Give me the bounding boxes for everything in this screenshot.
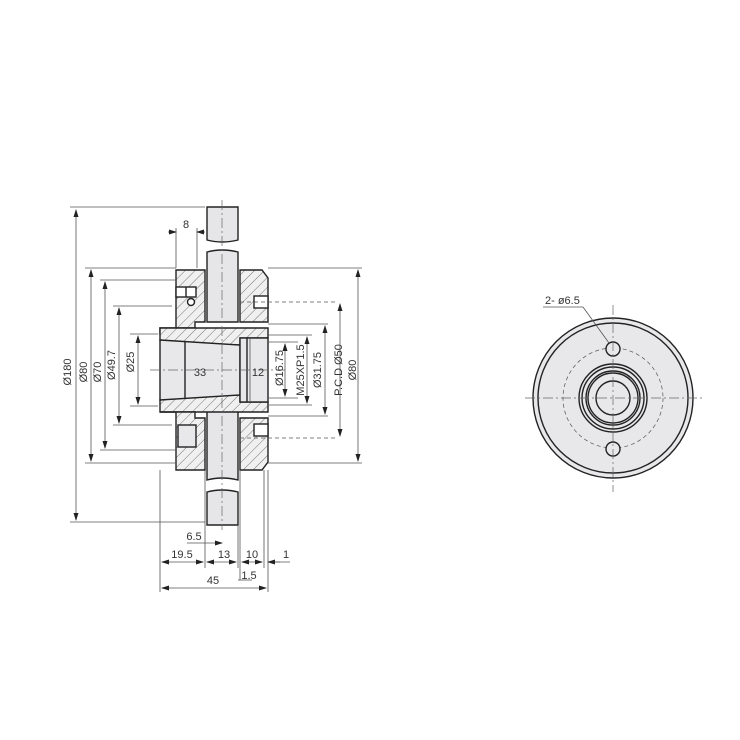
dim-8: 8 — [183, 219, 189, 231]
dim-d31-75: Ø31.75 — [312, 352, 324, 388]
dim-d70: Ø70 — [92, 362, 104, 383]
dim-d80: Ø80 — [78, 362, 90, 383]
thread-length-12: 12 — [252, 367, 264, 379]
dim-1: 1 — [283, 549, 289, 561]
hole-callout: 2- ø6.5 — [545, 295, 580, 307]
right-dimensions: Ø16.75 M25XP1.5 Ø31.75 P.C.D Ø50 Ø80 — [268, 267, 362, 464]
bottom-dimensions: 6.5 19.5 13 10 1 1.5 45 — [159, 470, 290, 592]
dim-13: 13 — [218, 549, 230, 561]
side-section-view — [150, 200, 335, 530]
left-dimensions: Ø180 Ø80 Ø70 Ø49.7 Ø25 — [62, 206, 205, 523]
top-dimension: 8 — [168, 219, 205, 268]
dim-10: 10 — [246, 549, 258, 561]
front-view: 2- ø6.5 — [525, 295, 705, 492]
dim-6-5: 6.5 — [186, 531, 201, 543]
panel-plate — [206, 206, 239, 526]
dim-d25: Ø25 — [125, 352, 137, 373]
dim-pcd-d50: P.C.D Ø50 — [333, 344, 345, 396]
dim-d180: Ø180 — [62, 359, 74, 386]
dim-19-5: 19.5 — [171, 549, 192, 561]
bore-length-33: 33 — [194, 367, 206, 379]
dim-d49-7: Ø49.7 — [106, 350, 118, 380]
dim-thread-m25: M25XP1.5 — [295, 344, 307, 395]
dim-45-total: 45 — [207, 575, 219, 587]
dim-1-5: 1.5 — [241, 570, 256, 582]
dim-d16-75: Ø16.75 — [274, 350, 286, 386]
dim-d80-right: Ø80 — [347, 360, 359, 381]
